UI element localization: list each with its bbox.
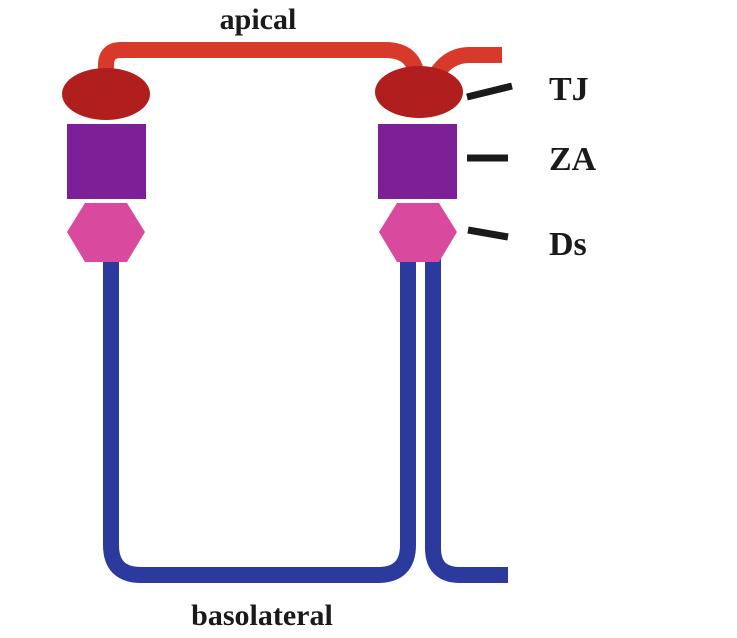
ds-pointer-line (467, 226, 509, 241)
zonula-adherens-left (67, 124, 146, 199)
apical-label: apical (220, 3, 297, 36)
desmosome-right (379, 203, 457, 262)
zonula-adherens-right (378, 124, 457, 199)
ds-label: Ds (549, 226, 587, 263)
tj-pointer-line (466, 82, 513, 101)
basolateral-label: basolateral (191, 599, 333, 632)
desmosome-left (67, 203, 145, 262)
tight-junction-right (375, 66, 463, 118)
basolateral-membrane-left-cell (103, 255, 416, 583)
apical-membrane-left-cell (98, 42, 425, 83)
tj-label: TJ (549, 71, 589, 108)
za-label: ZA (549, 141, 597, 178)
basolateral-membrane-right-cell (425, 255, 508, 583)
tight-junction-left (62, 68, 150, 120)
